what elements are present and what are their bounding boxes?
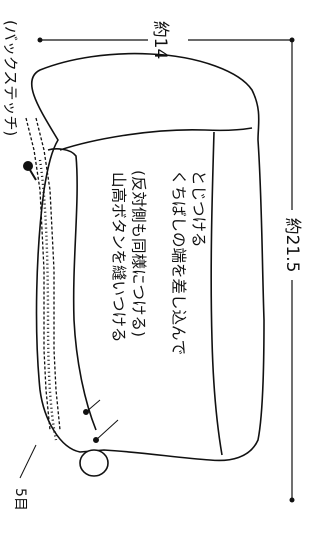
stitch-row-center [38,159,58,441]
button-note-line1: 山高ボタンを縫いつける [110,172,128,343]
beak-knob [79,449,109,477]
backstitch-note: (バックステッチ) [2,20,20,136]
beak-note-leader [95,419,119,441]
stitch-row-inner [35,117,61,431]
width-label-bg [148,10,188,70]
button-note-leader [85,399,101,413]
stitch-rows [25,117,61,441]
beak-note-line2: とじつける [190,170,208,248]
stitch-count-label: 5目 [12,488,28,511]
bird-body [30,52,265,462]
body-seam-right [210,131,223,456]
beak-fold-curve [47,148,97,431]
stitch-row-outer [25,117,51,431]
beak-knob-shape [79,449,109,477]
body-outline [30,52,265,462]
height-dimension-end-dot [289,497,295,503]
button-top [23,161,37,181]
leader-lines [19,399,119,479]
stitch-count-leader [19,444,37,479]
button-top-stem [29,169,37,181]
width-dimension: 約14 [37,10,295,70]
height-dimension-label: 約21.5 [282,218,302,273]
button-note-leader-dot [83,409,89,415]
button-note-line2: (反対側も同様につける) [130,170,148,337]
height-label-bg [280,210,310,280]
beak-note-line1: くちばしの端を差し込んで [170,170,188,355]
head-fold-line [59,127,253,151]
width-dimension-label: 約14 [150,21,170,60]
beak-note-leader-dot [93,437,99,443]
width-dimension-start-dot [37,37,43,43]
button-top-shape [23,161,33,171]
height-dimension: 約21.5 [280,40,310,503]
